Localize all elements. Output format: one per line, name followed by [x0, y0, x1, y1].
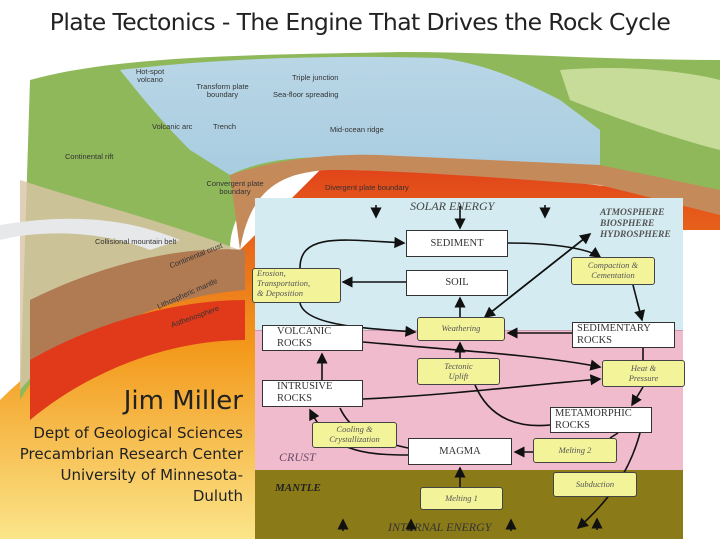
subduction-process: Subduction: [553, 472, 637, 497]
uplift-line1: Tectonic: [444, 360, 473, 371]
intrusive-rocks-line2: ROCKS: [277, 392, 313, 404]
author-name: Jim Miller: [123, 386, 243, 416]
cooling-line1: Cooling &: [336, 424, 373, 435]
label-convergent-boundary: Convergent plate boundary: [206, 179, 264, 197]
metamorphic-rocks-line1: METAMORPHIC: [555, 408, 632, 420]
heat-line2: Pressure: [628, 372, 659, 383]
label-volcanic-arc: Volcanic arc: [152, 122, 193, 131]
hydrosphere-label: HYDROSPHERE: [600, 230, 671, 240]
author-affiliation-3: University of Minnesota-: [60, 466, 244, 484]
label-sea-floor-spreading: Sea-floor spreading: [273, 90, 339, 99]
magma-box: MAGMA: [408, 438, 512, 465]
soil-box: SOIL: [406, 270, 508, 296]
label-mid-ocean-ridge: Mid-ocean ridge: [330, 125, 384, 134]
erosion-line1: Erosion,: [257, 268, 286, 278]
slide-title: Plate Tectonics - The Engine That Drives…: [49, 8, 671, 36]
volcanic-rocks-line1: VOLCANIC: [277, 326, 332, 337]
label-trench: Trench: [213, 122, 237, 131]
erosion-line2: Transportation,: [257, 277, 311, 288]
cooling-process: Cooling &Crystallization: [312, 422, 397, 448]
sediment-box: SEDIMENT: [406, 230, 508, 257]
sedimentary-rocks-line2: ROCKS: [577, 335, 613, 346]
author-affiliation-1: Dept of Geological Sciences: [33, 424, 243, 442]
label-hotspot-volcano: Hot-spot volcano: [135, 67, 165, 85]
metamorphic-rocks-line2: ROCKS: [555, 420, 591, 431]
heat-line1: Heat &: [630, 362, 657, 373]
compaction-line1: Compaction &: [587, 260, 639, 271]
intrusive-rocks-line1: INTRUSIVE: [277, 381, 333, 392]
crust-label: CRUST: [279, 450, 316, 464]
erosion-process: Erosion,Transportation,& Deposition: [252, 268, 341, 303]
weathering-process: Weathering: [417, 317, 505, 341]
cooling-line2: Crystallization: [329, 434, 380, 444]
heat-pressure-process: Heat &Pressure: [602, 360, 685, 387]
melting-2-process: Melting 2: [533, 438, 617, 463]
erosion-line3: & Deposition: [257, 287, 304, 298]
compaction-process: Compaction &Cementation: [571, 257, 655, 285]
mantle-label: MANTLE: [275, 482, 321, 494]
compaction-line2: Cementation: [591, 270, 635, 280]
atmosphere-label: ATMOSPHERE: [600, 208, 665, 218]
label-continental-rift: Continental rift: [65, 152, 114, 161]
biosphere-label: BIOSPHERE: [600, 219, 655, 229]
label-triple-junction: Triple junction: [292, 73, 339, 82]
volcanic-rocks-line2: ROCKS: [277, 337, 313, 349]
author-affiliation-2: Precambrian Research Center: [19, 445, 243, 463]
uplift-line2: Uplift: [448, 370, 469, 381]
label-divergent-boundary: Divergent plate boundary: [325, 183, 409, 192]
solar-energy-label: SOLAR ENERGY: [410, 199, 495, 213]
label-collisional-belt: Collisional mountain belt: [95, 237, 177, 246]
melting-1-process: Melting 1: [420, 487, 503, 510]
label-transform-boundary: Transform plate boundary: [196, 82, 249, 100]
sedimentary-rocks-line1: SEDIMENTARY: [577, 323, 651, 335]
author-affiliation-4: Duluth: [192, 487, 243, 505]
